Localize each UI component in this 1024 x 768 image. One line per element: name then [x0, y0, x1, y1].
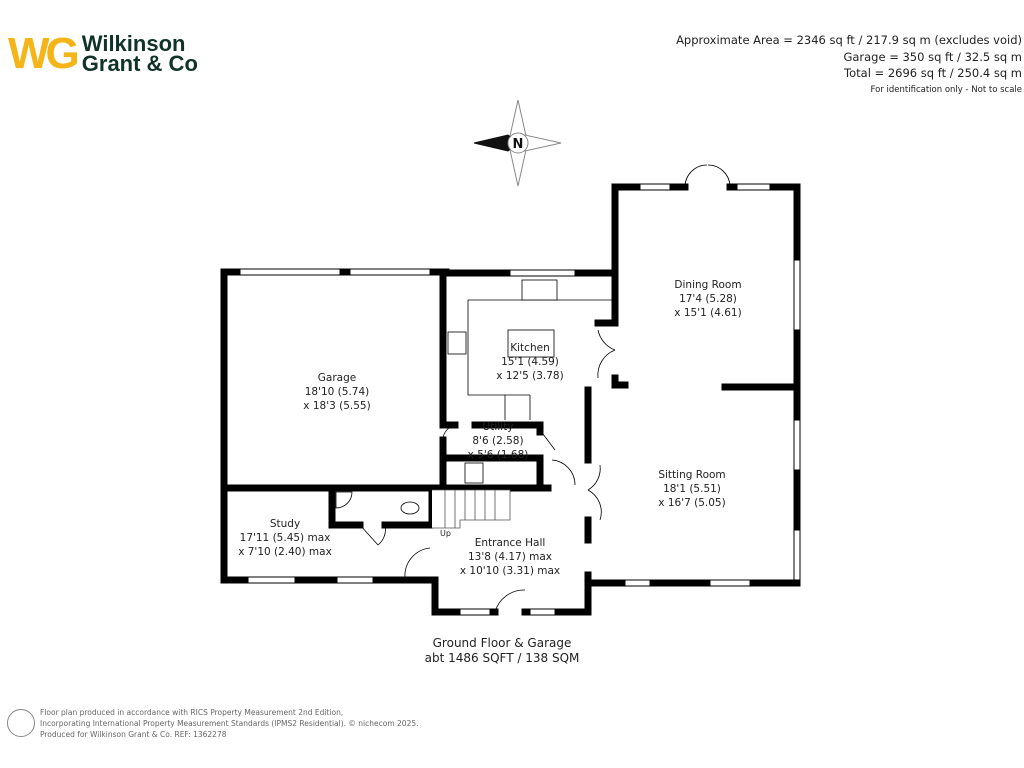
room-dim: 17'4 (5.28) — [679, 293, 737, 305]
sink-icon — [521, 279, 558, 301]
approx-area: Approximate Area = 2346 sq ft / 217.9 sq… — [676, 33, 1022, 47]
footer-line: Produced for Wilkinson Grant & Co. REF: … — [40, 730, 227, 739]
room-garage: Garage 18'10 (5.74) x 18'3 (5.55) — [303, 371, 370, 413]
compass-north: N — [513, 137, 524, 152]
room-dim: x 12'5 (3.78) — [496, 370, 564, 382]
footer: Floor plan produced in accordance with R… — [40, 707, 419, 740]
basin-icon — [335, 491, 353, 509]
room-dim: x 16'7 (5.05) — [658, 497, 726, 509]
windows — [239, 183, 801, 616]
person-icon — [7, 709, 35, 737]
compass-icon: N — [473, 99, 562, 187]
logo-line-2: Grant & Co — [81, 51, 198, 76]
floor-area: abt 1486 SQFT / 138 SQM — [424, 651, 580, 665]
brand-logo: WG Wilkinson Grant & Co — [8, 29, 198, 78]
footer-line: Incorporating International Property Mea… — [40, 719, 419, 728]
washer-icon — [464, 462, 484, 484]
total-area: Total = 2696 sq ft / 250.4 sq m — [844, 66, 1022, 80]
room-name: Study — [269, 518, 301, 530]
room-name: Dining Room — [674, 279, 742, 291]
room-dim: x 7'10 (2.40) max — [238, 546, 332, 558]
room-name: Kitchen — [510, 342, 550, 354]
room-dim: 15'1 (4.59) — [501, 356, 559, 368]
room-utility: Utility 8'6 (2.58) x 5'6 (1.68) — [468, 420, 529, 462]
area-summary: Approximate Area = 2346 sq ft / 217.9 sq… — [676, 32, 1022, 98]
room-dim: 18'1 (5.51) — [663, 483, 721, 495]
room-entrance-hall: Entrance Hall 13'8 (4.17) max x 10'10 (3… — [460, 536, 560, 578]
room-name: Garage — [317, 372, 357, 384]
room-dim: 18'10 (5.74) — [304, 386, 370, 398]
floor-name: Ground Floor & Garage — [432, 636, 572, 650]
hob-icon — [447, 331, 467, 355]
footer-line: Floor plan produced in accordance with R… — [40, 708, 344, 717]
room-name: Utility — [482, 421, 514, 433]
room-dining: Dining Room 17'4 (5.28) x 15'1 (4.61) — [674, 278, 741, 320]
room-dim: 17'11 (5.45) max — [239, 532, 331, 544]
doors — [359, 164, 731, 613]
logo-text: Wilkinson Grant & Co — [81, 31, 198, 76]
toilet-icon — [400, 501, 420, 515]
room-dim: x 18'3 (5.55) — [303, 400, 371, 412]
room-dim: x 10'10 (3.31) max — [459, 565, 561, 577]
room-name: Sitting Room — [658, 469, 726, 481]
logo-mark: WG — [8, 29, 80, 78]
stairs-label: Up — [440, 529, 451, 538]
garage-area: Garage = 350 sq ft / 32.5 sq m — [843, 49, 1022, 64]
room-study: Study 17'11 (5.45) max x 7'10 (2.40) max — [238, 517, 332, 559]
walls — [220, 183, 801, 616]
floor-summary: Ground Floor & Garage abt 1486 SQFT / 13… — [425, 636, 580, 666]
room-sitting: Sitting Room 18'1 (5.51) x 16'7 (5.05) — [658, 468, 725, 510]
room-name: Entrance Hall — [474, 537, 546, 549]
room-dim: x 5'6 (1.68) — [467, 449, 529, 461]
scale-note: For identification only - Not to scale — [870, 84, 1022, 95]
room-dim: 13'8 (4.17) max — [467, 551, 553, 563]
fixtures — [335, 279, 615, 529]
room-dim: 8'6 (2.58) — [472, 435, 524, 447]
logo-line-1: Wilkinson — [81, 31, 186, 56]
room-dim: x 15'1 (4.61) — [674, 307, 742, 319]
stairs — [432, 489, 511, 529]
room-kitchen: Kitchen 15'1 (4.59) x 12'5 (3.78) — [496, 341, 563, 383]
